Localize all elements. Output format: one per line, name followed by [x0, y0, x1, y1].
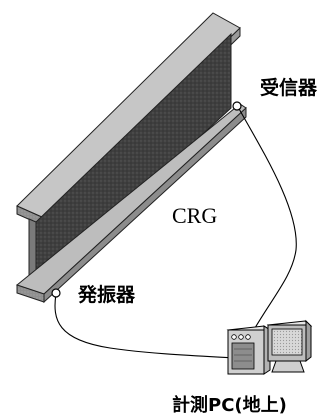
beam-label: CRG [172, 203, 217, 228]
pc-label: 計測PC(地上) [172, 394, 287, 416]
receiver-label: 受信器 [260, 76, 318, 99]
transmitter-cable [54, 293, 237, 359]
transmitter-label: 発振器 [77, 283, 136, 306]
pc-tower [226, 325, 272, 375]
receiver-cable [237, 106, 297, 341]
receiver-sensor-dot-icon [232, 101, 242, 111]
web [28, 32, 232, 290]
transmitter-sensor-dot-icon [51, 288, 61, 298]
pc-monitor [266, 319, 313, 373]
i-beam [15, 12, 247, 304]
computer-icon [226, 319, 313, 375]
bottom-flange [15, 103, 247, 304]
